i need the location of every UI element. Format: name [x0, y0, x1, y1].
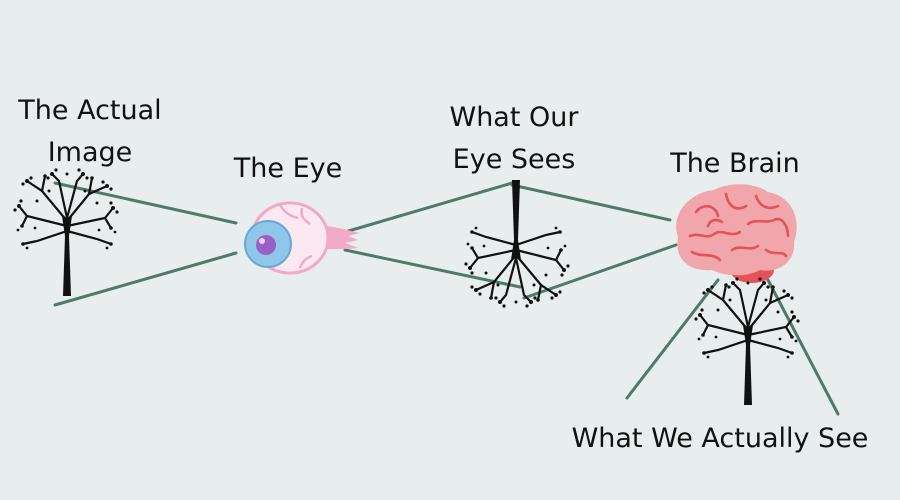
label-actual-image-line1: The Actual [18, 95, 162, 126]
ray-lines [53, 181, 840, 416]
label-eye: The Eye [233, 153, 343, 184]
ray-seen-to-brain-bottom [522, 243, 678, 300]
label-brain: The Brain [670, 148, 800, 179]
ray-eye-to-seen-bottom [343, 248, 522, 289]
eye-icon [244, 201, 360, 275]
ray-actual-to-eye-bottom [53, 251, 238, 307]
ray-eye-to-seen-top [343, 181, 514, 234]
label-actual-image: The Actual Image [12, 90, 168, 174]
ray-brain-to-actual-left [625, 278, 720, 400]
ray-brain-to-actual-right [766, 278, 840, 416]
brain-icon [676, 184, 797, 283]
label-actually-see: What We Actually See [571, 423, 869, 454]
label-eye-sees-line1: What Our [449, 102, 579, 133]
label-actual-image-line2: Image [47, 137, 133, 168]
label-eye-sees-line2: Eye Sees [452, 144, 576, 175]
tree-icon [693, 276, 801, 407]
ray-seen-to-brain-top [510, 183, 672, 222]
label-eye-sees: What Our Eye Sees [440, 97, 588, 181]
tree-icon [12, 167, 120, 298]
